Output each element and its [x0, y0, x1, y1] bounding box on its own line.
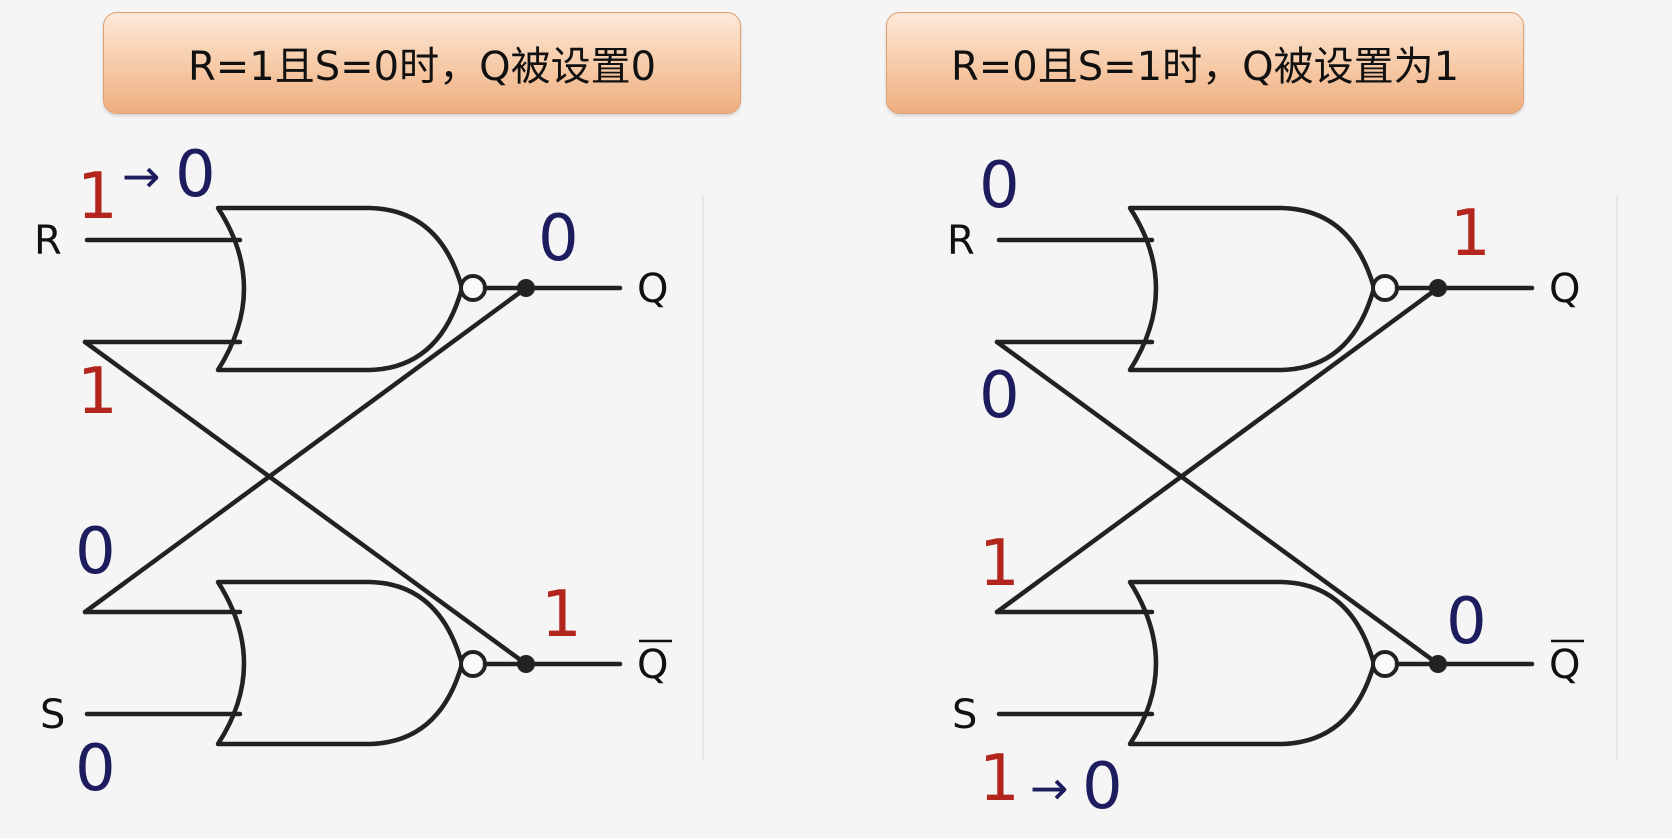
qbar-feedback-wire	[994, 339, 1441, 667]
s-pin-label: S	[952, 692, 977, 738]
lower-gate-inversion-bubble	[459, 650, 487, 678]
r-level-from: 1	[77, 160, 118, 234]
s-level-to: 0	[1082, 750, 1123, 824]
q-pin-label: Q	[1549, 266, 1580, 312]
upper-gate-inversion-bubble	[1371, 274, 1399, 302]
lower-gate-upper-input-level: 0	[75, 515, 116, 589]
r-pin-label: R	[34, 218, 62, 264]
panel-title: R=1且S=0时，Q被设置0	[103, 12, 741, 114]
r-level: 0	[979, 149, 1020, 223]
lower-nor-gate	[215, 579, 465, 747]
s-level: 0	[75, 732, 116, 806]
q-feedback-wire	[82, 285, 529, 615]
q-feedback-wire	[994, 285, 1441, 615]
lower-gate-inversion-bubble	[1371, 650, 1399, 678]
s-level-from: 1	[979, 742, 1020, 816]
upper-gate-lower-input-level: 1	[77, 355, 118, 429]
qbar-feedback-wire	[82, 339, 529, 667]
panel-title: R=0且S=1时，Q被设置为1	[886, 12, 1524, 114]
qbar-output-level: 1	[541, 578, 582, 652]
q-output-level: 0	[538, 202, 579, 276]
r-level-to: 0	[175, 138, 216, 212]
r-pin-label: R	[947, 218, 975, 264]
q-output-level: 1	[1450, 197, 1491, 271]
sr-latch-circuit: R S Q Q 0 1 0 1 0 1 → 0	[947, 149, 1618, 824]
s-level-arrow: →	[1030, 761, 1069, 815]
s-pin-label: S	[40, 692, 65, 738]
qbar-output-level: 0	[1446, 585, 1487, 659]
upper-nor-gate	[215, 205, 465, 373]
upper-gate-inversion-bubble	[459, 274, 487, 302]
left-panel: R=1且S=0时，Q被设置0 R S Q Q 1 → 0 1	[34, 12, 741, 806]
sr-latch-circuit: R S Q Q 1 → 0 1 0 0 1 0	[34, 138, 704, 806]
qbar-pin-label: Q	[1549, 642, 1580, 688]
lower-nor-gate	[1127, 579, 1377, 747]
r-level-arrow: →	[122, 149, 161, 203]
lower-gate-upper-input-level: 1	[979, 527, 1020, 601]
qbar-pin-label: Q	[637, 642, 668, 688]
right-panel: R=0且S=1时，Q被设置为1 R S Q Q 0 1 0 1 0 1 → 0	[886, 0, 1672, 838]
upper-nor-gate	[1127, 205, 1377, 373]
q-pin-label: Q	[637, 266, 668, 312]
upper-gate-lower-input-level: 0	[979, 359, 1020, 433]
